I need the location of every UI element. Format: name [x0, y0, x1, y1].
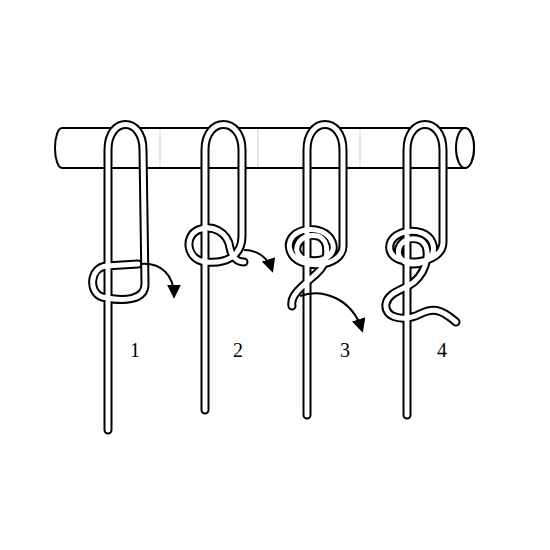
step-number: 1	[130, 340, 140, 360]
step-number: 4	[437, 340, 447, 360]
step-number: 2	[233, 340, 243, 360]
bar-seam	[258, 129, 259, 167]
bar-seam	[160, 129, 161, 167]
rope-outline	[189, 125, 244, 411]
bar-end	[456, 128, 474, 168]
rope	[289, 125, 343, 416]
step-number: 3	[340, 340, 350, 360]
rope	[189, 125, 244, 411]
motion-arrow	[244, 250, 272, 270]
rope-outline	[386, 125, 456, 416]
motion-arrow	[300, 293, 362, 330]
rope-outline	[93, 125, 145, 431]
bar-seam	[360, 129, 361, 167]
rope-outline	[289, 125, 343, 416]
motion-arrow	[140, 264, 174, 296]
rope	[386, 125, 456, 416]
rope	[93, 125, 145, 431]
